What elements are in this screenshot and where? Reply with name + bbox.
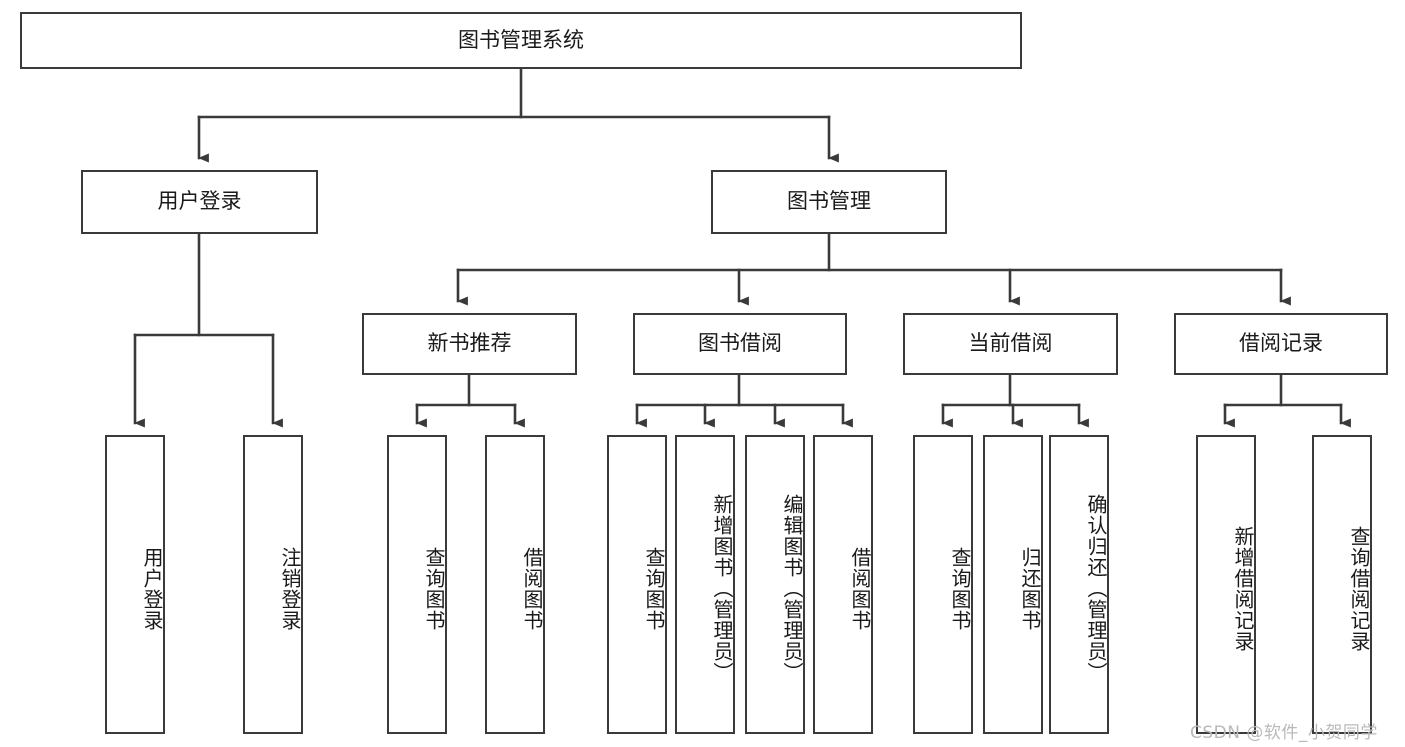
node-label: 查询借阅记录 <box>1347 525 1371 652</box>
node-label: 查询图书 <box>642 546 666 631</box>
node-label: 借阅图书 <box>848 546 872 631</box>
node-user-login[interactable]: 用户登录 <box>81 170 318 234</box>
node-label: 新增图书（管理员） <box>710 494 734 683</box>
node-book-manage[interactable]: 图书管理 <box>711 170 947 234</box>
node-new-book-recommend[interactable]: 新书推荐 <box>362 313 577 375</box>
node-label: 查询图书 <box>948 546 972 631</box>
node-label: 借阅图书 <box>520 546 544 631</box>
node-label: 编辑图书（管理员） <box>780 494 804 683</box>
node-leaf-query-book-2[interactable]: 查询图书 <box>607 435 667 734</box>
node-label: 用户登录 <box>140 546 164 631</box>
node-label: 注销登录 <box>278 546 302 631</box>
node-root-system[interactable]: 图书管理系统 <box>20 12 1022 69</box>
csdn-watermark: CSDN @软件_小贺同学 <box>1190 723 1378 743</box>
node-leaf-user-login[interactable]: 用户登录 <box>105 435 165 734</box>
node-leaf-query-book-3[interactable]: 查询图书 <box>913 435 973 734</box>
node-label: 确认归还（管理员） <box>1084 494 1108 683</box>
node-leaf-logout-login[interactable]: 注销登录 <box>243 435 303 734</box>
node-leaf-add-borrow-record[interactable]: 新增借阅记录 <box>1196 435 1256 734</box>
node-book-borrow[interactable]: 图书借阅 <box>633 313 847 375</box>
node-label: 新增借阅记录 <box>1231 525 1255 652</box>
node-label: 归还图书 <box>1018 546 1042 631</box>
node-leaf-return-book[interactable]: 归还图书 <box>983 435 1043 734</box>
node-label: 查询图书 <box>422 546 446 631</box>
node-leaf-query-book-1[interactable]: 查询图书 <box>387 435 447 734</box>
node-borrow-record[interactable]: 借阅记录 <box>1174 313 1388 375</box>
node-leaf-confirm-return-admin[interactable]: 确认归还（管理员） <box>1049 435 1109 734</box>
node-leaf-query-borrow-record[interactable]: 查询借阅记录 <box>1312 435 1372 734</box>
node-leaf-borrow-book-1[interactable]: 借阅图书 <box>485 435 545 734</box>
node-leaf-edit-book-admin[interactable]: 编辑图书（管理员） <box>745 435 805 734</box>
node-leaf-borrow-book-2[interactable]: 借阅图书 <box>813 435 873 734</box>
node-leaf-add-book-admin[interactable]: 新增图书（管理员） <box>675 435 735 734</box>
node-current-borrow[interactable]: 当前借阅 <box>903 313 1118 375</box>
